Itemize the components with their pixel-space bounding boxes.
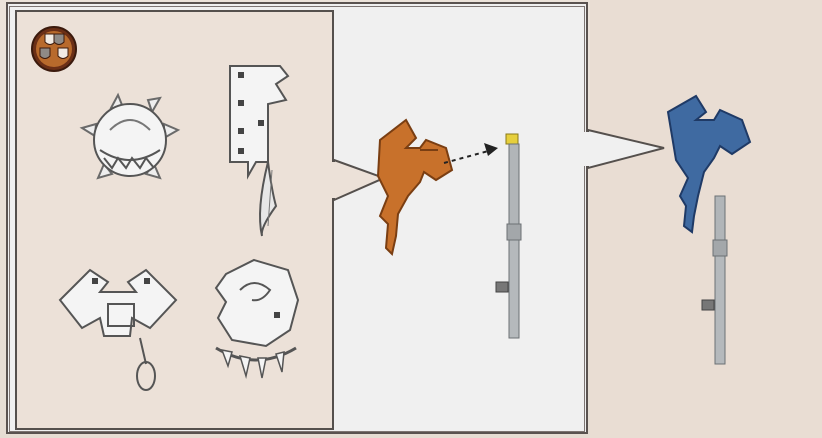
callout-pointer-left [331, 158, 387, 202]
spiked-sphere-part-icon [79, 92, 181, 180]
blue-hook-on-rod-icon [666, 94, 752, 365]
callout-pointer-right [584, 128, 665, 170]
triple-shield-badge-icon [31, 26, 77, 72]
result-panel [590, 0, 822, 438]
gate-panel-with-feather-part-icon [229, 65, 290, 237]
disc-plate-with-fangs-part-icon [214, 258, 300, 379]
double-hook-plate-with-ring-part-icon [58, 268, 178, 391]
assembly-arrow-icon [443, 143, 498, 164]
orange-hook-piece-icon [376, 118, 454, 256]
grey-rod-axle-icon [495, 133, 522, 339]
